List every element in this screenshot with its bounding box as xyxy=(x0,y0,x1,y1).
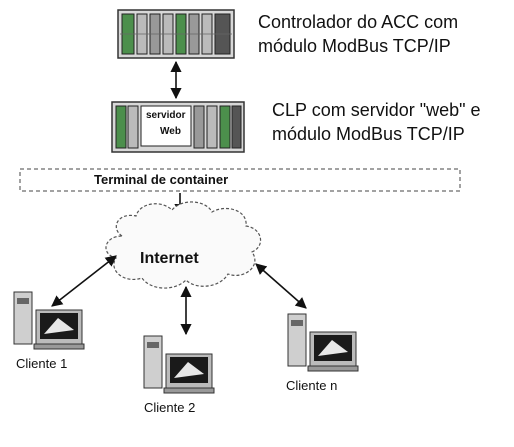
internet-client1-link xyxy=(51,255,117,307)
clientn-label: Cliente n xyxy=(286,378,338,393)
client2-label: Cliente 2 xyxy=(144,400,196,415)
internet-label: Internet xyxy=(140,250,199,267)
clp-web-server-icon xyxy=(111,101,245,153)
controller-plc-icon xyxy=(117,9,235,59)
terminal-container-box xyxy=(19,168,461,192)
clp-module-label-2: Web xyxy=(160,126,181,137)
terminal-container-label: Terminal de container xyxy=(94,172,229,187)
client1-computer-icon xyxy=(13,291,85,350)
client2-computer-icon xyxy=(143,335,215,394)
internet-clientn-link xyxy=(255,263,307,309)
client1-label: Cliente 1 xyxy=(16,356,68,371)
controller-label-line1: Controlador do ACC com xyxy=(258,12,459,32)
controller-label-line2: módulo ModBus TCP/IP xyxy=(258,36,451,56)
clp-module-label-1: servidor xyxy=(146,110,186,121)
clp-label-line1: CLP com servidor "web" e xyxy=(272,100,481,120)
internet-cloud-icon xyxy=(105,201,262,289)
clientn-computer-icon xyxy=(287,313,359,372)
clp-label-line2: módulo ModBus TCP/IP xyxy=(272,124,465,144)
